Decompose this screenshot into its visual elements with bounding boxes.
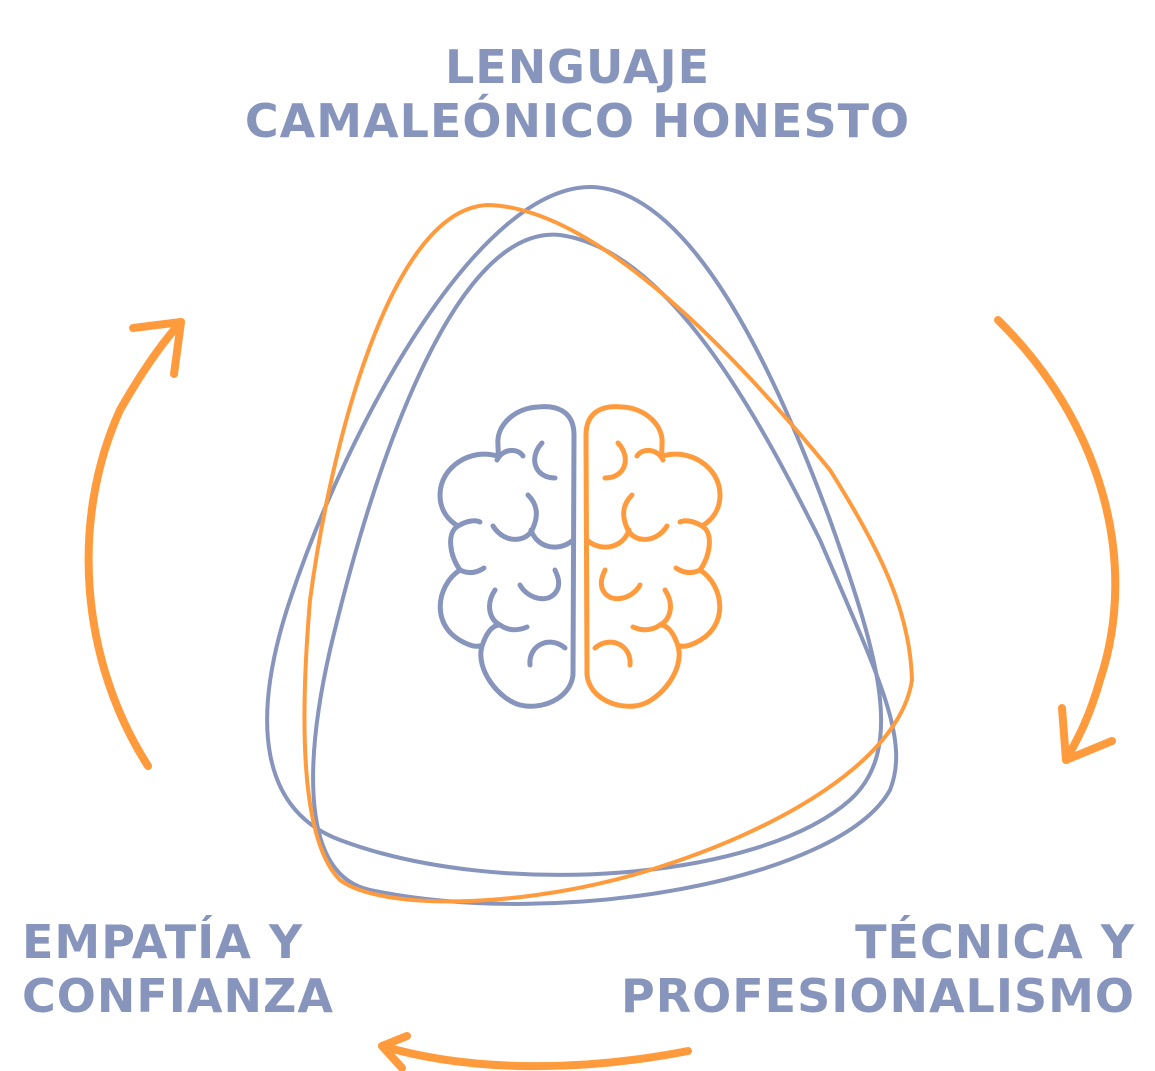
- triangle-loop-blue-inner: [311, 232, 899, 906]
- label-tecnica-profesionalismo: TÉCNICA Y PROFESIONALISMO: [621, 915, 1135, 1023]
- brain-icon: [437, 404, 723, 709]
- brain-right-hemisphere: [583, 404, 723, 709]
- label-right-line2: PROFESIONALISMO: [621, 969, 1135, 1023]
- arrow-right-down-icon: [994, 316, 1120, 764]
- label-left-line1: EMPATÍA Y: [22, 915, 304, 969]
- arrow-bottom-left-icon: [378, 1032, 692, 1071]
- triangle-loops: [265, 184, 914, 906]
- label-right-line1: TÉCNICA Y: [855, 915, 1135, 969]
- label-empatia-confianza: EMPATÍA Y CONFIANZA: [22, 915, 334, 1023]
- label-top-line2: CAMALEÓNICO HONESTO: [244, 94, 911, 148]
- cycle-arrows: [84, 316, 1120, 1071]
- label-left-line2: CONFIANZA: [22, 969, 334, 1023]
- triangle-loop-orange: [302, 203, 914, 904]
- label-lenguaje-camaleonico: LENGUAJE CAMALEÓNICO HONESTO: [0, 40, 1155, 148]
- label-top-line1: LENGUAJE: [444, 40, 711, 94]
- brain-left-hemisphere: [437, 404, 577, 709]
- arrow-left-up-icon: [84, 318, 185, 770]
